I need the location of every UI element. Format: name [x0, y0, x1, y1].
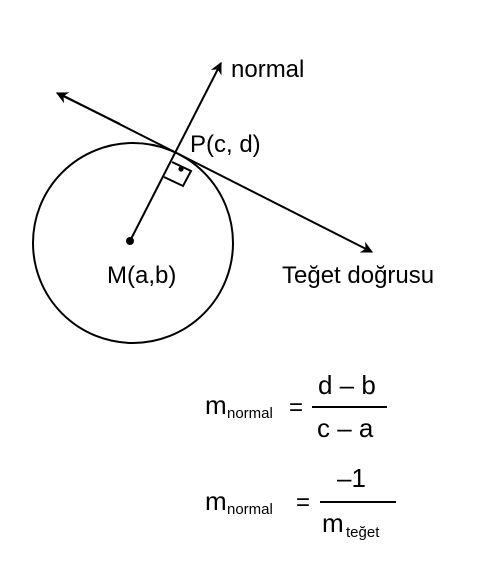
point-label: P(c, d)	[190, 131, 261, 158]
formula2-denominator-subscript: teğet	[346, 524, 380, 541]
center-label: M(a,b)	[107, 262, 176, 289]
right-angle-dot	[178, 166, 184, 172]
circle	[32, 142, 234, 344]
formula1-m-subscript: normal	[227, 405, 273, 422]
formula2-equals: =	[296, 489, 311, 516]
formula2-denominator-m: m	[322, 508, 344, 538]
formula2-numerator: –1	[337, 463, 366, 493]
formula2-m-symbol: m	[205, 486, 227, 516]
tangent-arrow-left	[55, 92, 121, 125]
center-point	[126, 237, 134, 245]
normal-line	[129, 61, 222, 242]
formula2-m-subscript: normal	[227, 501, 273, 518]
formula2-fraction-bar	[320, 501, 396, 503]
tangent-label: Teğet doğrusu	[282, 262, 434, 289]
formula1-denominator: c – a	[317, 413, 374, 443]
formula1-m-symbol: m	[205, 390, 227, 420]
formula1-numerator: d – b	[318, 370, 376, 400]
normal-label: normal	[231, 56, 304, 83]
formula1-equals: =	[289, 394, 304, 421]
formula1-fraction-bar	[312, 406, 387, 408]
